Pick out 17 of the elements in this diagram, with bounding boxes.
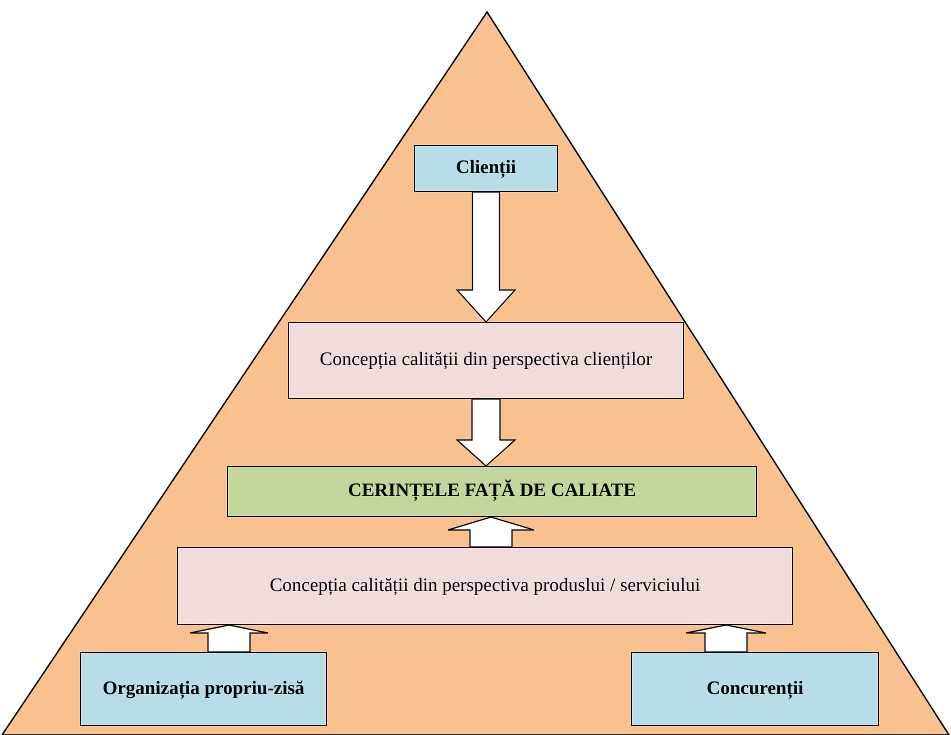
concept-box	[177, 547, 793, 625]
block-arrow	[455, 398, 517, 467]
concept-box	[288, 322, 684, 399]
box-text: CERINȚELE FAȚĂ DE CALIATE	[348, 479, 636, 504]
block-arrow	[189, 624, 269, 653]
box-text: Concurenții	[706, 676, 804, 701]
requirements-box	[227, 466, 757, 517]
box-text: Concepția calității din perspectiva produslui / serviciului	[270, 574, 700, 598]
box-text: Organizația propriu-zisă	[102, 676, 304, 701]
block-arrow	[456, 191, 516, 323]
source-box	[80, 652, 327, 726]
source-box	[414, 145, 558, 192]
block-arrow	[447, 516, 535, 548]
box-text: Clienții	[456, 156, 516, 180]
box-text: Concepția calității din perspectiva clienților	[320, 348, 652, 372]
source-box	[631, 652, 879, 726]
block-arrow	[685, 624, 767, 653]
